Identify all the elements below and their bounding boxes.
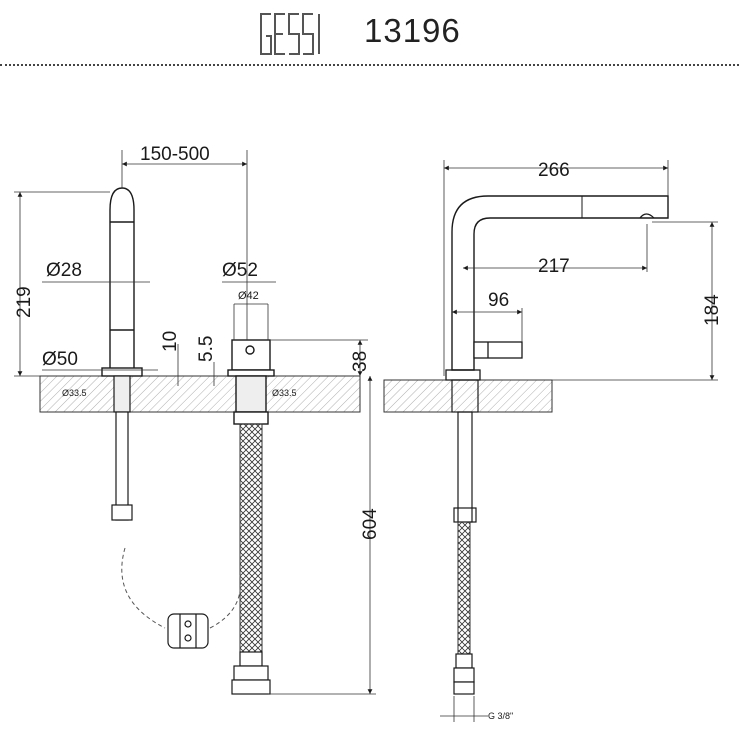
dim-5-5: 5.5 — [196, 336, 217, 362]
dim-38: 38 — [350, 351, 371, 372]
header-divider — [0, 64, 739, 66]
pull-out-path — [121, 547, 166, 629]
dim-hole-right: Ø33.5 — [272, 388, 297, 398]
dim-height-front: 219 — [14, 286, 35, 318]
side-braided-hose — [457, 521, 471, 655]
dim-spout-diameter: Ø28 — [46, 260, 82, 281]
header: 13196 — [0, 0, 739, 68]
dim-reach: 150-500 — [140, 144, 210, 165]
dim-lever: 96 — [488, 290, 509, 311]
dim-total-reach: 266 — [538, 160, 570, 181]
dim-hole-left: Ø33.5 — [62, 388, 87, 398]
front-countertop — [39, 375, 361, 413]
mixer-handle — [227, 339, 275, 425]
braided-hose — [239, 423, 263, 653]
hose-weight — [167, 613, 209, 649]
brand-logo — [260, 13, 320, 55]
dim-10: 10 — [160, 331, 181, 352]
spout-shank — [111, 375, 133, 521]
dim-spout-reach: 217 — [538, 256, 570, 277]
side-spout — [451, 195, 669, 371]
dim-hose-length: 604 — [360, 508, 381, 540]
dim-handle-inner: Ø42 — [238, 290, 259, 302]
dim-handle-diameter: Ø52 — [222, 260, 258, 281]
spout-body — [101, 187, 143, 377]
model-number: 13196 — [364, 12, 461, 49]
dim-base-diameter: Ø50 — [42, 349, 78, 370]
front-view: 150-500 219 Ø28 Ø50 10 5.5 Ø52 Ø42 38 Ø3… — [14, 144, 381, 695]
hose-fitting — [231, 651, 271, 695]
side-countertop — [383, 379, 553, 413]
side-view: 266 217 96 184 G 3/8" — [383, 160, 723, 722]
dim-height-side: 184 — [702, 294, 723, 326]
dim-thread: G 3/8" — [488, 711, 513, 721]
side-lever — [473, 341, 523, 359]
